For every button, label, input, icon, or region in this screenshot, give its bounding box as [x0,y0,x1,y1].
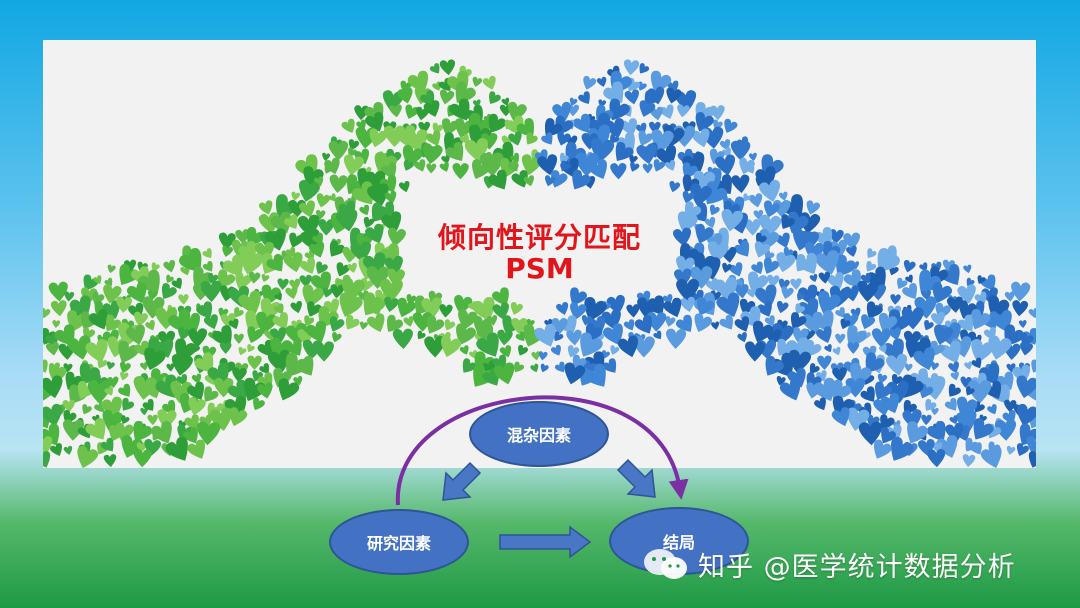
title-chinese: 倾向性评分匹配 [437,221,641,254]
arrow-exposure-to-outcome [499,525,592,559]
watermark: 知乎 @医学统计数据分析 [640,540,1016,588]
arrow-confounder-to-outcome [616,458,656,498]
node-confounder: 混杂因素 [469,401,609,467]
watermark-text: 知乎 @医学统计数据分析 [698,551,1016,583]
wechat-icon [644,549,687,579]
curved-arrow-confounding [395,395,689,506]
node-exposure: 研究因素 [329,509,469,575]
title-english: PSM [505,252,574,285]
arrow-confounder-to-exposure [442,461,482,501]
